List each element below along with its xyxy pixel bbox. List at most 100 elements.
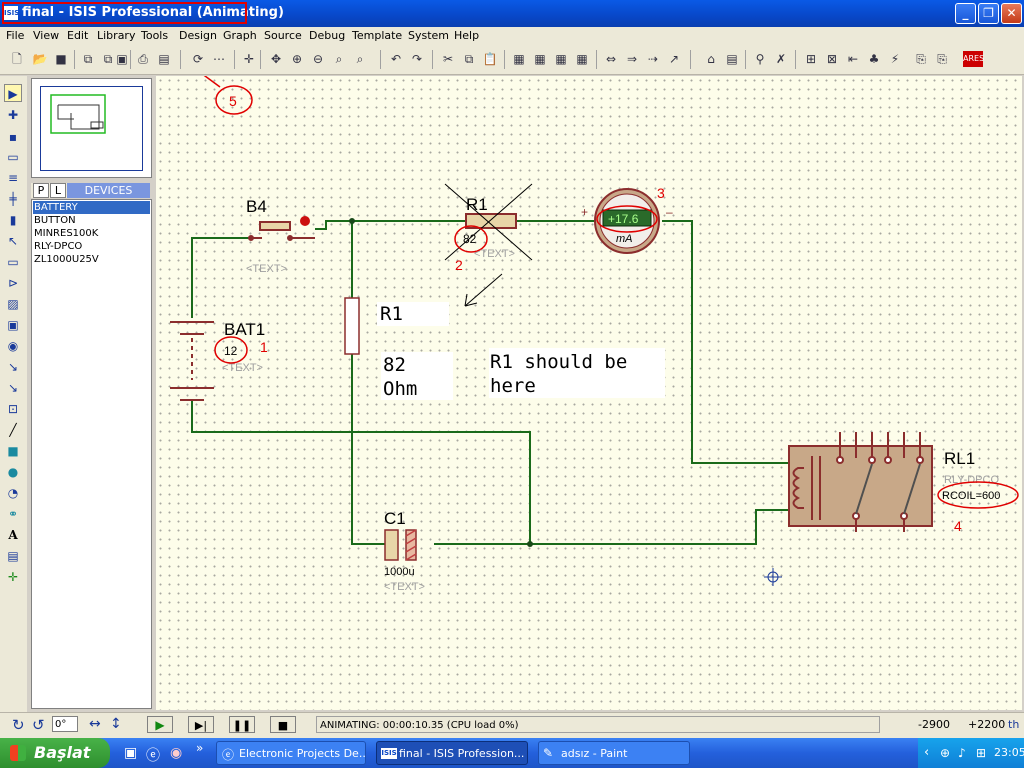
block-move-icon[interactable]: ▦: [534, 52, 546, 66]
task-paint[interactable]: adsız - Paint: [538, 741, 690, 765]
menu-graph[interactable]: Graph: [223, 29, 257, 42]
path-icon[interactable]: ⚭: [7, 507, 19, 521]
bus-icon[interactable]: ╪: [9, 192, 17, 206]
text-tool-icon[interactable]: A: [8, 528, 18, 542]
redo-icon[interactable]: ↷: [411, 52, 423, 66]
overview-window[interactable]: [31, 78, 152, 178]
netlist-icon[interactable]: ⚡: [890, 52, 900, 66]
export-icon[interactable]: ⧉: [103, 52, 113, 66]
line-icon[interactable]: ╱: [9, 423, 17, 437]
device-item-rly-dpco[interactable]: RLY-DPCO: [34, 241, 83, 252]
zoom-all-icon[interactable]: ⌕: [335, 52, 343, 66]
new-file-icon[interactable]: 🗋: [12, 52, 22, 66]
remove-sheet-icon[interactable]: ⊠: [826, 52, 838, 66]
zoom-out-icon[interactable]: ⊖: [312, 52, 324, 66]
grid-icon[interactable]: ⋯: [213, 52, 225, 66]
play-button[interactable]: ▶: [147, 716, 173, 733]
pause-button[interactable]: ❚❚: [229, 716, 255, 733]
decompose-icon[interactable]: ↗: [668, 52, 680, 66]
junction-icon[interactable]: ▪: [8, 130, 18, 144]
task-isis-final[interactable]: final - ISIS Profession...: [376, 741, 528, 765]
device-item-button[interactable]: BUTTON: [34, 215, 76, 226]
virtual-instruments-icon[interactable]: ⊡: [7, 402, 19, 416]
show-desktop-icon[interactable]: ▣: [124, 745, 138, 761]
make-device-icon[interactable]: ⇒: [626, 52, 638, 66]
pick-devices-button[interactable]: P: [33, 183, 49, 198]
rotate-ccw-icon[interactable]: ↺: [32, 716, 45, 734]
bom-icon[interactable]: ♣: [868, 52, 880, 66]
device-item-zl1000u25v[interactable]: ZL1000U25V: [34, 254, 99, 265]
menu-file[interactable]: File: [6, 29, 25, 42]
menu-system[interactable]: System: [408, 29, 450, 42]
clock[interactable]: 23:05: [994, 746, 1024, 759]
symbol-icon[interactable]: ▤: [7, 549, 19, 563]
menu-edit[interactable]: Edit: [67, 29, 89, 42]
print-area-icon[interactable]: ▤: [158, 52, 170, 66]
generator-icon[interactable]: ◉: [7, 339, 19, 353]
exit-parent-icon[interactable]: ⇤: [847, 52, 859, 66]
mirror-vertical-icon[interactable]: ↕: [110, 716, 122, 732]
voltage-probe-icon[interactable]: ↘: [7, 360, 19, 374]
new-sheet-icon[interactable]: ⊞: [805, 52, 817, 66]
mirror-horizontal-icon[interactable]: ↔: [89, 716, 101, 732]
copy-icon[interactable]: ⧉: [464, 52, 474, 66]
save-file-icon[interactable]: ■: [55, 52, 67, 66]
marker-icon[interactable]: ✛: [7, 570, 19, 584]
start-button[interactable]: Başlat: [0, 738, 110, 768]
device-item-battery[interactable]: BATTERY: [33, 201, 150, 214]
electrical-check-icon[interactable]: ⎘: [937, 52, 947, 66]
arc-icon[interactable]: ◔: [7, 486, 19, 500]
units-indicator[interactable]: th: [1008, 718, 1020, 731]
menu-template[interactable]: Template: [352, 29, 403, 42]
wire-autorouter-icon[interactable]: ⌂: [707, 52, 715, 66]
property-tool-icon[interactable]: ✗: [775, 52, 787, 66]
menu-design[interactable]: Design: [179, 29, 217, 42]
volume-tray-icon[interactable]: ♪: [958, 746, 966, 760]
tray-hide-icon[interactable]: ‹: [924, 745, 930, 760]
open-file-icon[interactable]: 📂: [32, 52, 48, 66]
network-tray-icon[interactable]: ⊕: [940, 746, 951, 760]
rotate-cw-icon[interactable]: ↻: [12, 716, 25, 734]
stop-button[interactable]: ■: [270, 716, 296, 733]
media-quicklaunch-icon[interactable]: ◉: [170, 745, 183, 761]
block-copy-icon[interactable]: ▦: [513, 52, 525, 66]
maximize-button[interactable]: ❐: [978, 3, 999, 24]
package-tool-icon[interactable]: ⇢: [647, 52, 659, 66]
block-rotate-icon[interactable]: ▦: [555, 52, 567, 66]
device-list[interactable]: BATTERY BUTTON MINRES100K RLY-DPCO ZL100…: [31, 199, 152, 709]
instant-edit-icon[interactable]: ↖: [7, 234, 19, 248]
undo-icon[interactable]: ↶: [390, 52, 402, 66]
print-icon[interactable]: ⎙: [138, 52, 148, 66]
origin-icon[interactable]: ✛: [243, 52, 255, 66]
terminals-icon[interactable]: ▭: [7, 255, 19, 269]
zoom-in-icon[interactable]: ⊕: [291, 52, 303, 66]
quicklaunch-more-icon[interactable]: »: [196, 741, 204, 755]
paste-icon[interactable]: 📋: [482, 52, 498, 66]
close-sheet-icon[interactable]: ▣: [116, 52, 128, 66]
task-electronic-projects[interactable]: Electronic Projects De...: [216, 741, 366, 765]
zoom-area-icon[interactable]: ⌕: [356, 52, 364, 66]
connection-tray-icon[interactable]: ⊞: [976, 746, 987, 760]
redraw-icon[interactable]: ⟳: [192, 52, 204, 66]
menu-library[interactable]: Library: [97, 29, 136, 42]
graph-icon[interactable]: ▨: [7, 297, 19, 311]
pick-device-icon[interactable]: ⇔: [605, 52, 617, 66]
pan-icon[interactable]: ✥: [270, 52, 282, 66]
circle-icon[interactable]: ●: [7, 465, 19, 479]
cut-icon[interactable]: ✂: [442, 52, 454, 66]
selection-mode-icon[interactable]: ▶: [4, 84, 22, 102]
menu-view[interactable]: View: [33, 29, 60, 42]
property-assign-icon[interactable]: ▤: [726, 52, 738, 66]
schematic-canvas[interactable]: BAT1 12 <TEXT> 1 B4 <TEXT> R1 82 2 <TEXT…: [156, 76, 1022, 710]
menu-tools[interactable]: Tools: [141, 29, 169, 42]
import-icon[interactable]: ⧉: [83, 52, 93, 66]
ares-icon[interactable]: ARES: [963, 51, 984, 67]
box-icon[interactable]: ■: [7, 444, 19, 458]
menu-debug[interactable]: Debug: [309, 29, 346, 42]
block-delete-icon[interactable]: ▦: [576, 52, 588, 66]
step-button[interactable]: ▶|: [188, 716, 214, 733]
browser-quicklaunch-icon[interactable]: ⓔ: [146, 748, 160, 764]
minimize-button[interactable]: _: [955, 3, 976, 24]
wire-label-icon[interactable]: ▭: [7, 150, 19, 164]
search-icon[interactable]: ⚲: [755, 52, 765, 66]
